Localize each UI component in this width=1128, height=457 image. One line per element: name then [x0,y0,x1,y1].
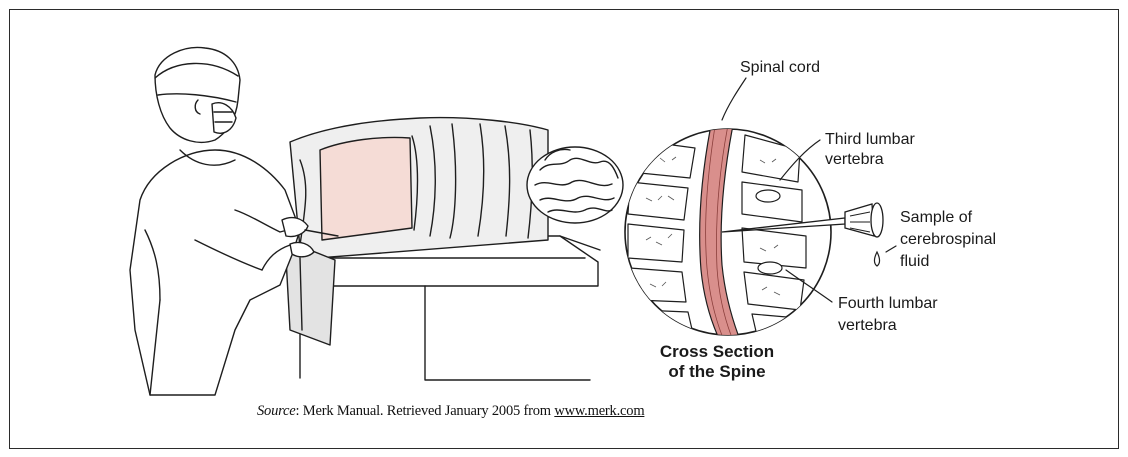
label-third-lumbar-line2: vertebra [825,150,884,169]
label-sample-line2: cerebrospinal [900,230,996,249]
source-link[interactable]: www.merk.com [554,403,644,419]
cross-section-title-line2: of the Spine [628,362,806,382]
cross-section-title-line1: Cross Section [628,342,806,362]
label-fourth-lumbar-line1: Fourth lumbar [838,294,938,313]
cross-section-title: Cross Section of the Spine [628,342,806,382]
label-third-lumbar-line1: Third lumbar [825,130,915,149]
procedure-scene [130,47,623,395]
label-spinal-cord: Spinal cord [740,58,820,77]
label-fourth-lumbar-line2: vertebra [838,316,897,335]
label-sample-line1: Sample of [900,208,972,227]
source-prefix: Source [257,403,296,419]
source-citation: Source: Merk Manual. Retrieved January 2… [257,403,644,420]
source-text: : Merk Manual. Retrieved January 2005 fr… [296,403,555,419]
label-sample-line3: fluid [900,252,929,271]
